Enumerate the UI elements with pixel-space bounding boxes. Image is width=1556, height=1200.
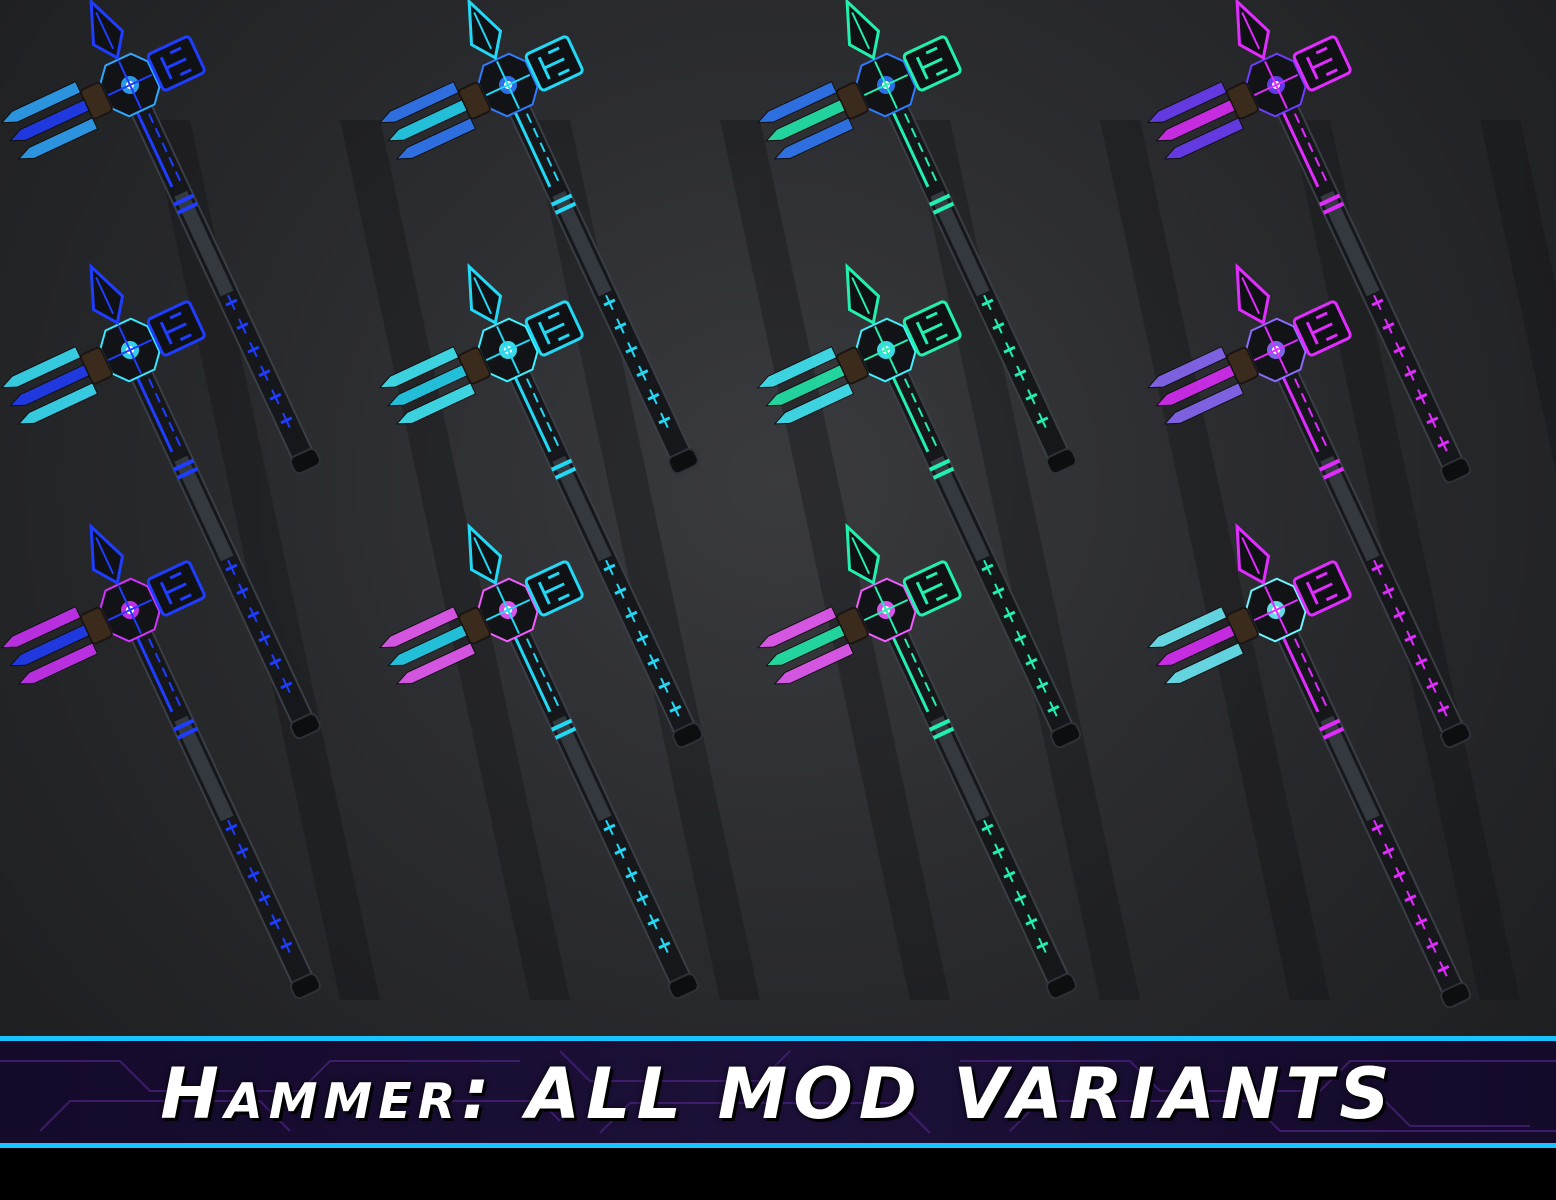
hammer-cyan-aqua	[378, 262, 704, 749]
hammer-claw	[378, 606, 491, 685]
hammer-spike	[845, 522, 881, 586]
hammer-claw	[1146, 346, 1259, 425]
hammer-cyan-pink	[378, 522, 699, 1000]
hammer-spike	[845, 0, 881, 61]
hammer-claw	[756, 346, 869, 425]
hammer-back-block	[1292, 560, 1352, 617]
hammer-claw	[756, 81, 869, 160]
hammer-claw	[378, 81, 491, 160]
hammer-spike	[467, 522, 503, 586]
hammer-head	[99, 52, 161, 118]
hammer-back-block	[146, 560, 206, 617]
hammer-spike	[467, 0, 503, 61]
hammer-green	[756, 0, 1077, 475]
hammer-handle	[503, 90, 699, 475]
hammer-head	[1245, 577, 1307, 643]
hammer-head	[1245, 317, 1307, 383]
hammer-claw	[756, 606, 869, 685]
hammer-spike	[1235, 262, 1271, 326]
hammer-magenta	[1146, 0, 1472, 484]
hammer-handle	[125, 615, 321, 1000]
hammer-spike	[1235, 0, 1271, 61]
hammer-head	[855, 52, 917, 118]
hammer-showcase	[0, 0, 1556, 1009]
hammer-magenta-violet	[1146, 262, 1472, 749]
hammer-spike	[1235, 522, 1271, 586]
hammer-back-block	[902, 300, 962, 357]
hammer-blue-magenta	[0, 522, 321, 1000]
footer-strip	[0, 1148, 1556, 1200]
hammer-head	[1245, 52, 1307, 118]
hammer-claw	[0, 346, 113, 425]
hammer-spike	[89, 522, 125, 586]
hammer-back-block	[1292, 300, 1352, 357]
hammer-blue-cyan	[0, 262, 321, 740]
hammer-head	[477, 317, 539, 383]
hammer-handle	[881, 90, 1077, 475]
hammer-spike	[467, 262, 503, 326]
hammer-claw	[1146, 81, 1259, 160]
title-banner: Hammer: ALL MOD VARIANTS	[0, 1036, 1556, 1148]
hammer-cyan	[378, 0, 699, 475]
hammer-head	[855, 317, 917, 383]
hammer-claw	[0, 81, 113, 160]
hammer-claw	[1146, 606, 1259, 685]
hammer-handle	[503, 355, 704, 749]
hammer-back-block	[146, 300, 206, 357]
hammer-head	[477, 577, 539, 643]
hammer-claw	[378, 346, 491, 425]
hammer-back-block	[902, 560, 962, 617]
hammer-handle	[881, 355, 1082, 749]
hammer-back-block	[902, 35, 962, 92]
hammer-head	[99, 577, 161, 643]
hammer-back-block	[524, 300, 584, 357]
hammer-head	[99, 317, 161, 383]
banner-title: Hammer: ALL MOD VARIANTS	[160, 1053, 1396, 1135]
hammer-spike	[89, 0, 125, 61]
background-shadows	[150, 120, 1556, 1000]
hammer-magenta-aqua	[1146, 522, 1472, 1009]
hammer-handle	[1271, 615, 1472, 1009]
hammer-handle	[1271, 355, 1472, 749]
hammer-handle	[1271, 90, 1472, 484]
circuit-pattern	[0, 1050, 1556, 1134]
hammer-back-block	[1292, 35, 1352, 92]
hammer-green-aqua	[756, 262, 1082, 749]
hammer-back-block	[146, 35, 206, 92]
hammer-green-pink	[756, 522, 1077, 1000]
hammer-back-block	[524, 35, 584, 92]
hammer-head	[855, 577, 917, 643]
hammer-spike	[845, 262, 881, 326]
hammer-head	[477, 52, 539, 118]
hammer-spike	[89, 262, 125, 326]
hammer-blue	[0, 0, 321, 475]
hammer-claw	[0, 606, 113, 685]
hammer-back-block	[524, 560, 584, 617]
